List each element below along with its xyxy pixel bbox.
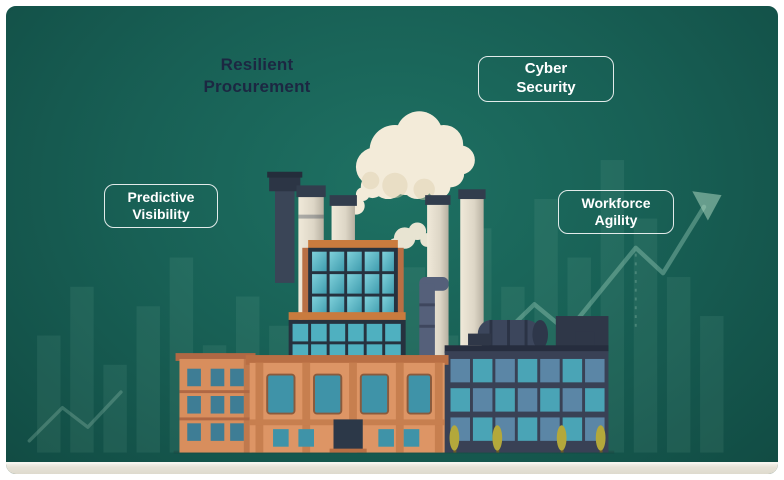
heading-resilient-procurement: Resilient Procurement: [203, 55, 311, 96]
callout-workforce-agility-label: Workforce Agility: [581, 194, 651, 229]
callout-cyber-security: Cyber Security: [478, 56, 614, 102]
ground-strip: [6, 462, 778, 474]
factory-illustration: [173, 111, 615, 454]
trees: [449, 425, 606, 453]
callout-cyber-security-label: Cyber Security: [516, 60, 576, 96]
callout-workforce-agility: Workforce Agility: [558, 190, 674, 234]
smoke-clouds: [347, 111, 475, 254]
orange-brick-building: [245, 355, 449, 453]
callout-predictive-visibility-label: Predictive Visibility: [127, 188, 195, 223]
growth-arrow-icon: [465, 191, 722, 371]
dark-warehouse: [444, 316, 609, 453]
storage-tank: [419, 277, 548, 364]
callout-predictive-visibility: Predictive Visibility: [104, 184, 218, 228]
growth-arrow-left: [27, 390, 123, 443]
left-brick-wing: [175, 353, 256, 453]
glass-tower: [288, 240, 406, 365]
